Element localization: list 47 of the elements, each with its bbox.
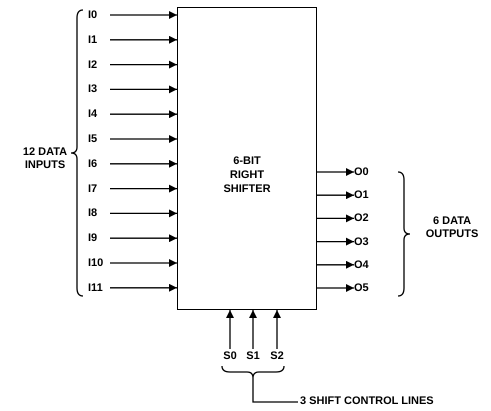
arrow — [273, 310, 281, 349]
arrow — [317, 284, 354, 292]
control-signal-label: S0 — [223, 349, 237, 363]
arrow — [110, 160, 177, 168]
input-signal-label: I5 — [88, 132, 98, 146]
arrow — [110, 135, 177, 143]
control-signal-label: S1 — [246, 349, 260, 363]
input-signal-label: I7 — [88, 182, 98, 196]
input-signal-label: I11 — [88, 280, 103, 295]
input-signal-label: I3 — [88, 82, 98, 96]
output-signal-label: O5 — [354, 281, 369, 295]
output-signal-label: O1 — [354, 188, 369, 202]
arrow — [110, 36, 177, 44]
input-signal-label: I1 — [88, 32, 98, 47]
output-signal-label: O3 — [354, 234, 369, 249]
arrow — [110, 110, 177, 118]
output-signal-label: O4 — [354, 258, 369, 272]
arrow — [317, 214, 354, 222]
input-signal-label: I8 — [88, 206, 98, 220]
input-signal-label: I0 — [88, 8, 98, 22]
arrow — [110, 85, 177, 94]
output-signal-label: O0 — [354, 165, 369, 179]
arrow — [110, 234, 177, 242]
input-signal-label: I2 — [88, 58, 98, 72]
input-signal-label: I10 — [88, 256, 104, 270]
input-signal-label: I9 — [88, 231, 98, 246]
group-label: 6 DATA OUTPUTS — [424, 215, 480, 241]
group-label: 12 DATA INPUTS — [22, 146, 68, 172]
input-signal-label: I6 — [88, 156, 98, 171]
arrow — [110, 284, 177, 292]
arrow — [226, 310, 234, 349]
arrow — [317, 168, 354, 176]
block-title: 6-BIT RIGHT SHIFTER — [222, 154, 272, 196]
input-signal-label: I4 — [88, 107, 98, 122]
shifter-block — [177, 7, 317, 310]
output-signal-label: O2 — [354, 211, 369, 226]
arrow — [110, 184, 177, 193]
arrow — [249, 310, 257, 349]
arrow — [317, 191, 354, 200]
control-signal-label: S2 — [270, 349, 284, 363]
group-label: 3 SHIFT CONTROL LINES — [300, 395, 435, 408]
arrow — [110, 209, 177, 218]
arrow — [317, 260, 354, 269]
arrow — [110, 259, 177, 267]
arrow — [110, 60, 177, 69]
arrow — [110, 11, 177, 19]
arrow — [317, 238, 354, 246]
